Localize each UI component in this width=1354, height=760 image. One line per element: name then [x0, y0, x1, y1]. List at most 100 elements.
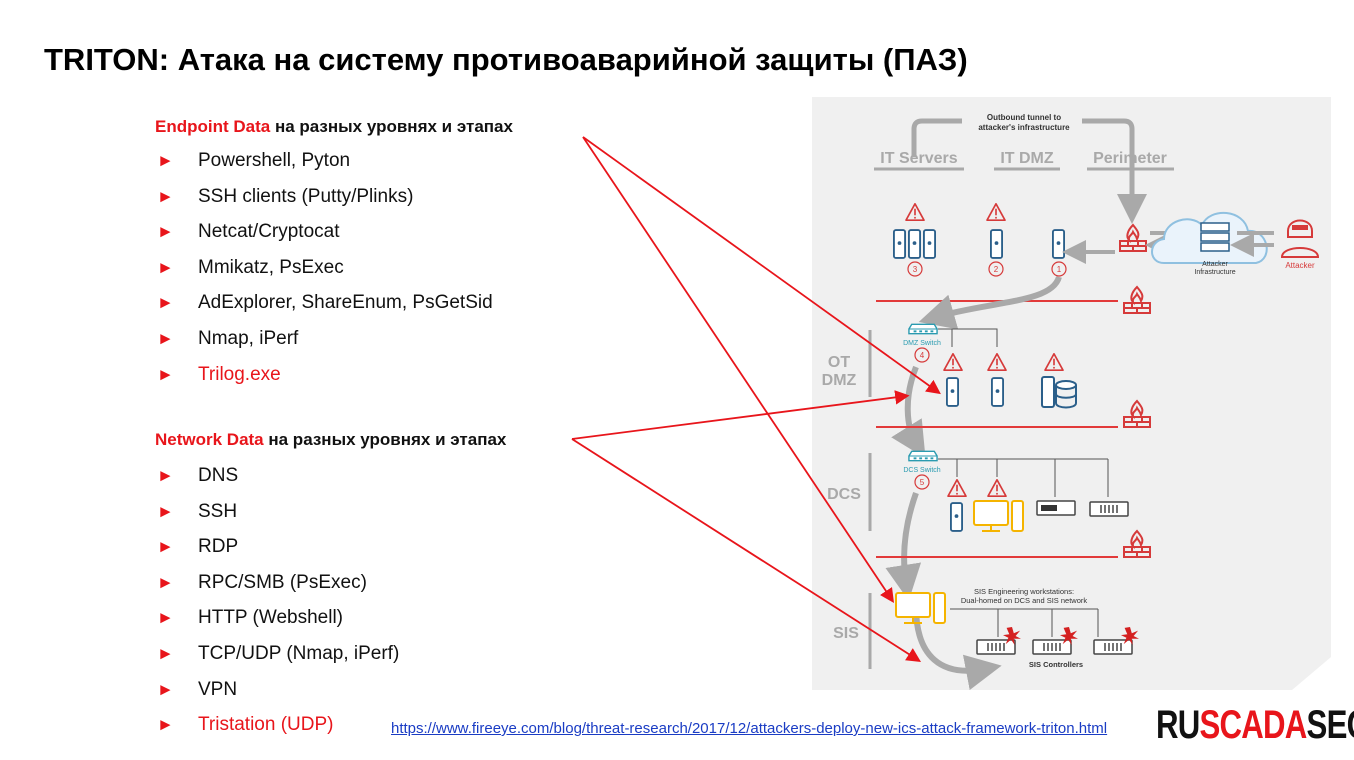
warning-icon — [943, 353, 963, 371]
server-icon — [991, 377, 1004, 407]
tunnel-label-2: attacker's infrastructure — [978, 123, 1070, 132]
endpoint-data-heading-rest: на разных уровнях и этапах — [270, 117, 513, 136]
bullet-arrow-icon: ► — [157, 715, 174, 735]
bullet-arrow-icon: ► — [157, 643, 174, 663]
list-item: ►TCP/UDP (Nmap, iPerf) — [157, 642, 400, 664]
switch-icon — [908, 323, 938, 335]
page-corner — [1292, 657, 1331, 690]
rack-server-icon — [1200, 232, 1230, 242]
step-number-2: 2 — [994, 265, 999, 274]
controller-icon — [1089, 501, 1129, 517]
sis-controller-icon — [976, 639, 1016, 655]
sis-eng-label-1: SIS Engineering workstations: — [974, 587, 1074, 596]
list-item: ►Trilog.exe — [157, 363, 281, 385]
bullet-arrow-icon: ► — [157, 293, 174, 313]
it-servers-label: IT Servers — [880, 150, 957, 167]
diagram-svg: Outbound tunnel to attacker's infrastruc… — [822, 113, 1331, 690]
tunnel-line-right — [1082, 118, 1147, 224]
sis-controller-icon — [1093, 639, 1133, 655]
attacker-icon — [1280, 219, 1320, 258]
step-number-1: 1 — [1057, 265, 1062, 274]
server-icon — [946, 377, 959, 407]
perimeter-label: Perimeter — [1093, 150, 1167, 167]
endpoint-data-highlight: Endpoint Data — [155, 117, 271, 136]
step-number-5: 5 — [920, 478, 925, 487]
list-item: ►Tristation (UDP) — [157, 714, 334, 736]
zone-label-sis: SIS — [833, 625, 859, 642]
bullet-arrow-icon: ► — [157, 151, 174, 170]
bullet-arrow-icon: ► — [157, 186, 174, 206]
network-data-heading-rest: на разных уровнях и этапах — [263, 430, 507, 449]
list-item: ►VPN — [157, 678, 238, 700]
bullet-arrow-icon: ► — [157, 537, 174, 557]
server-icon — [990, 229, 1003, 259]
bullet-arrow-icon: ► — [157, 679, 174, 699]
list-item: ►SSH clients (Putty/Plinks) — [157, 185, 414, 207]
step-marker-2 — [988, 261, 1004, 277]
list-item: ►Mmikatz, PsExec — [157, 256, 344, 278]
firewall-icon — [1119, 224, 1147, 252]
workstation-icon — [973, 500, 1024, 532]
firewall-icon — [1123, 400, 1151, 428]
list-item: ►Netcat/Cryptocat — [157, 221, 340, 243]
rack-server-icon — [1200, 242, 1230, 252]
server-icon — [923, 229, 936, 259]
bullet-arrow-icon: ► — [157, 501, 174, 521]
server-icon — [908, 229, 921, 259]
list-item: ►AdExplorer, ShareEnum, PsGetSid — [157, 292, 493, 314]
endpoint-data-list: ►Powershell, Pyton ►SSH clients (Putty/P… — [157, 151, 493, 400]
dcs-device-icon — [1036, 500, 1076, 516]
list-item: ►Powershell, Pyton — [157, 150, 351, 171]
attack-path-curve — [885, 492, 922, 601]
list-item: ►SSH — [157, 500, 238, 522]
dcs-switch-label: DCS Switch — [903, 467, 940, 474]
step-number-3: 3 — [913, 265, 918, 274]
network-link — [938, 328, 998, 347]
bullet-arrow-icon: ► — [157, 328, 174, 348]
sis-controller-icon — [1032, 639, 1072, 655]
firewall-icon — [1123, 530, 1151, 558]
list-item: ►HTTP (Webshell) — [157, 607, 343, 629]
bullet-arrow-icon: ► — [157, 222, 174, 242]
source-link[interactable]: https://www.fireeye.com/blog/threat-rese… — [391, 720, 1108, 737]
bullet-arrow-icon: ► — [157, 364, 174, 384]
step-number-4: 4 — [920, 351, 925, 360]
firewall-icon — [1123, 286, 1151, 314]
server-icon — [1052, 229, 1065, 259]
dmz-switch-label: DMZ Switch — [903, 340, 941, 347]
it-dmz-label: IT DMZ — [1000, 150, 1054, 167]
list-item: ►DNS — [157, 465, 239, 486]
list-item: ►Nmap, iPerf — [157, 327, 299, 349]
server-icon — [950, 502, 963, 532]
triton-attack-diagram: Outbound tunnel to attacker's infrastruc… — [812, 97, 1331, 690]
network-data-heading: Network Data на разных уровнях и этапах — [155, 430, 506, 450]
warning-icon — [1044, 353, 1064, 371]
tunnel-line-left — [911, 118, 962, 157]
ruscadasec-logo: RUSCADASEC — [1156, 703, 1354, 747]
bullet-arrow-icon: ► — [157, 572, 174, 592]
page-title: TRITON: Атака на систему противоаварийно… — [44, 42, 968, 77]
attacker-label: Attacker — [1285, 261, 1315, 270]
tunnel-label-1: Outbound tunnel to — [987, 113, 1061, 122]
bullet-arrow-icon: ► — [157, 608, 174, 628]
step-marker-1 — [1051, 261, 1067, 277]
list-item: ►RDP — [157, 536, 239, 558]
server-icon — [893, 229, 906, 259]
attack-path-curve — [891, 365, 926, 459]
attacker-infra-label-1: Attacker — [1202, 261, 1228, 268]
sis-workstation-icon — [895, 592, 946, 624]
warning-icon — [905, 203, 925, 221]
list-item: ►RPC/SMB (PsExec) — [157, 571, 367, 593]
sis-controllers-label: SIS Controllers — [1029, 660, 1083, 669]
warning-icon — [987, 353, 1007, 371]
network-data-list: ►DNS ►SSH ►RDP ►RPC/SMB (PsExec) ►HTTP (… — [157, 466, 399, 751]
rack-server-icon — [1200, 222, 1230, 232]
switch-icon — [908, 450, 938, 462]
attack-path-curve — [918, 275, 1062, 330]
zone-label-ot: OT — [828, 354, 850, 371]
zone-label-dmz: DMZ — [822, 372, 857, 389]
warning-icon — [947, 479, 967, 497]
database-server-icon — [1041, 376, 1077, 409]
bullet-arrow-icon: ► — [157, 257, 174, 277]
warning-icon — [986, 203, 1006, 221]
